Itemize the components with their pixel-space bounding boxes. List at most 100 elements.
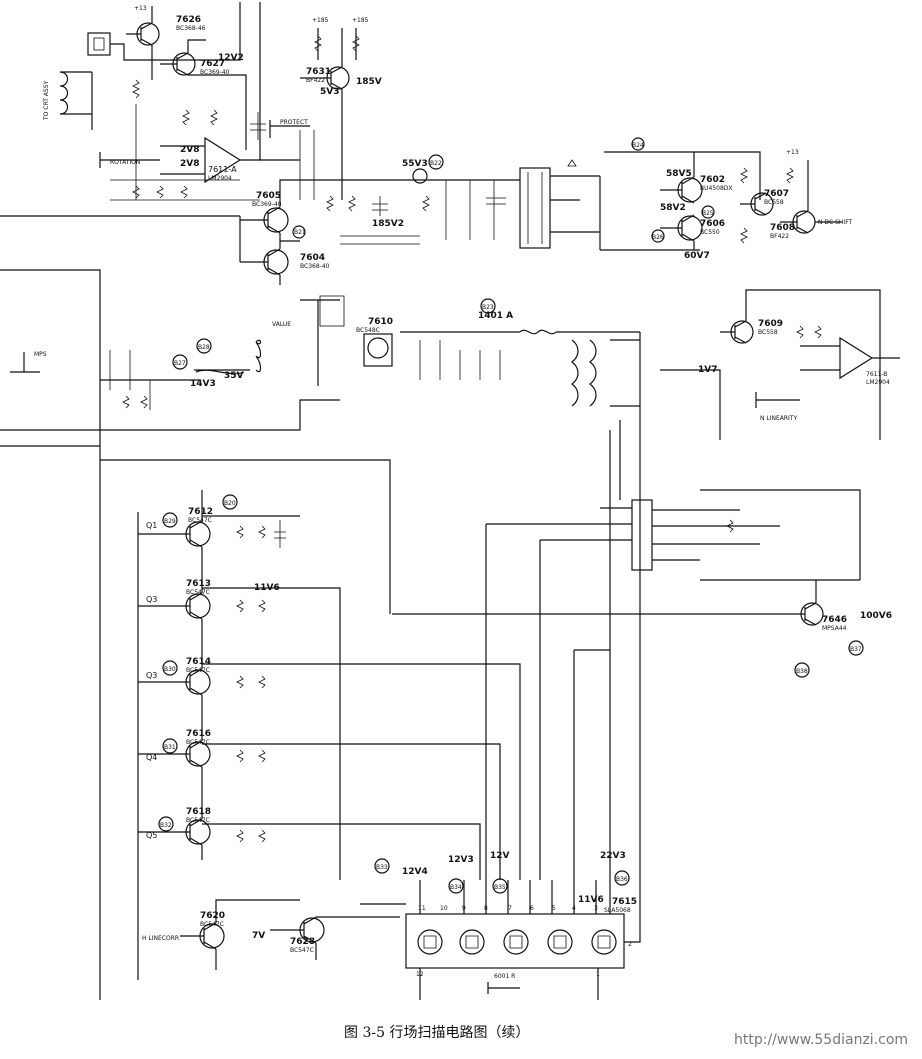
row-label-1: Q1 — [146, 521, 157, 530]
flyback-transformer: B24 — [519, 137, 761, 251]
supply-185-b: +185 — [352, 17, 369, 24]
voltage-60v7: 60V7 — [684, 251, 710, 261]
transistor-7618-ref: 7618 — [186, 807, 211, 817]
supply-185-a: +185 — [312, 17, 329, 24]
tag-b37: B37 — [850, 646, 862, 653]
protect-label: PROTECT — [280, 119, 308, 126]
tag-b23: B23 — [482, 304, 494, 311]
opamp-7611-b-ref: 7611-B — [866, 371, 887, 378]
tag-b24: B24 — [632, 142, 644, 149]
transistor-7626: 7626 BC368-46 +13 — [126, 5, 206, 80]
tag-group-mid: 55V3 185V2 B22 — [326, 154, 506, 245]
voltage-12v2: 12V2 — [218, 53, 244, 63]
watermark-url: http://www.55dianzi.com — [734, 1032, 909, 1048]
transistor-7602-type: BC548C — [356, 327, 380, 334]
pin-2: 2 — [628, 941, 632, 948]
transistor-7608-type: BC558 — [764, 199, 784, 206]
transistor-7613-ref: 7613 — [186, 579, 211, 589]
transistor-7614-ref: 7614 — [186, 657, 211, 667]
row-label-3: Q3 — [146, 671, 157, 680]
transformer-64a — [485, 489, 861, 880]
transistor-7620-ref: 7620 — [200, 911, 225, 921]
opamp-7611-a-ref: 7611-A — [208, 165, 237, 174]
wire — [0, 215, 241, 262]
voltage-55v3: 55V3 — [402, 159, 428, 169]
transistor-7610-ref: 7608 — [770, 223, 795, 233]
wire — [100, 459, 391, 614]
ic-7615-ref: 7615 — [612, 897, 637, 907]
transistor-7612: 7612 BC547C Q1 B29 B20 — [138, 490, 300, 560]
voltage-58v5: 58V5 — [666, 169, 692, 179]
wire — [259, 2, 300, 161]
resistors-top-left — [110, 79, 266, 201]
transistor-7607: 7606 BC550 60V7 B25 B26 — [651, 152, 725, 261]
transistor-7602-ref: 7610 — [368, 317, 393, 327]
wire — [573, 649, 610, 880]
transistor-7616-ref: 7616 — [186, 729, 211, 739]
transistor-7606: 7602 BU4508DX 58V5 58V2 — [660, 169, 733, 213]
transistor-7627: 7627 BC369-40 12V2 — [160, 39, 247, 150]
transistor-7631-ref: 7631 — [306, 67, 331, 77]
h-linecorr-label: H LINECORR — [142, 935, 179, 942]
tag-b31: B30 — [164, 666, 176, 673]
opamp-7611-a: 7611-A LM2904 2V8 2V8 ROTATION — [99, 136, 262, 184]
tag-b35: B34 — [450, 884, 462, 891]
transistor-7626-type: BC368-46 — [176, 25, 206, 32]
opamp-7611-b: 7611-B LM2904 N LINEARITY — [755, 325, 900, 422]
transistor-7646: 7646 MPSA44 100V6 B37 B38 — [392, 579, 892, 678]
voltage-12v3: 12V3 — [448, 855, 474, 865]
tag-b27: B27 — [174, 360, 186, 367]
transistor-7618-type: BC547C — [186, 817, 210, 824]
transistor-7609-type: BC558 — [758, 329, 778, 336]
transistor-7612-type: BC547C — [188, 517, 212, 524]
transistor-7613-type: BC547C — [186, 589, 210, 596]
voltage-2v8-a: 2V8 — [180, 145, 200, 155]
n-linearity-label: N LINEARITY — [760, 415, 797, 422]
tag-b20: B20 — [224, 500, 236, 507]
row-label-4: Q4 — [146, 753, 157, 762]
transistor-7604: 7604 BC368-40 B21 — [240, 225, 330, 276]
circuit-schematic: TO CRT ASSY 7626 BC368-46 +13 7627 BC369… — [0, 2, 900, 1000]
voltage-22v3: 22V3 — [600, 851, 626, 861]
transistor-7620: 7620 BC547C H LINECORR — [142, 899, 300, 970]
resistor-6001-label: 6001 R — [494, 973, 515, 980]
transistor-7613: 7613 BC547C Q3 11V6 — [138, 560, 341, 880]
voltage-14v3: 14V3 — [190, 379, 216, 389]
value-coil: VALUE 35V 14V3 B27 B28 — [172, 321, 291, 389]
figure-caption: 图 3-5 行场扫描电路图（续） — [344, 1025, 530, 1041]
mps-label: MPS — [34, 351, 47, 358]
transistor-7606-ref: 7602 — [700, 175, 725, 185]
voltage-11v6-b: 11V6 — [578, 895, 604, 905]
transistor-7605-ref: 7605 — [256, 191, 281, 201]
ic-7615-elements — [417, 929, 617, 955]
voltage-12v4: 12V4 — [402, 867, 428, 877]
tag-b30: B36 — [616, 876, 628, 883]
transistor-7607-type: BC550 — [700, 229, 720, 236]
opamp-7611-b-type: LM2904 — [866, 379, 890, 386]
voltage-100v6: 100V6 — [860, 611, 892, 621]
voltage-5v3: 5V3 — [320, 87, 340, 97]
transistor-7628: 7628 BC547C 7V — [252, 916, 400, 960]
tag-b33: B32 — [160, 822, 172, 829]
opamp-7611-a-type: LM2904 — [208, 175, 232, 182]
tag-b29: B29 — [164, 518, 176, 525]
tag-b26: B26 — [652, 234, 664, 241]
wire — [279, 179, 520, 285]
crt-connector-section: TO CRT ASSY — [43, 2, 241, 130]
supply-label: +13 — [786, 149, 799, 156]
pin-5: 5 — [552, 905, 556, 912]
transistor-7605-type: BC369-40 — [252, 201, 282, 208]
transistor-7618: 7618 BC547C Q5 B32 — [138, 790, 481, 880]
left-feed: MPS — [0, 269, 340, 1000]
transistor-7627-type: BC369-40 — [200, 69, 230, 76]
transistor-7606-type: BU4508DX — [700, 185, 733, 192]
transistor-7627-ref: 7627 — [200, 59, 225, 69]
transistor-7631-type: BF422 — [306, 77, 325, 84]
voltage-7v: 7V — [252, 931, 265, 941]
transistor-7604-ref: 7604 — [300, 253, 325, 263]
supply-label: +13 — [134, 5, 147, 12]
transistor-7646-type: MPSA44 — [822, 625, 847, 632]
transistor-7620-type: BC547C — [200, 921, 224, 928]
tag-b25: B25 — [702, 210, 714, 217]
transistor-7608: 7607 BC558 — [740, 167, 794, 244]
